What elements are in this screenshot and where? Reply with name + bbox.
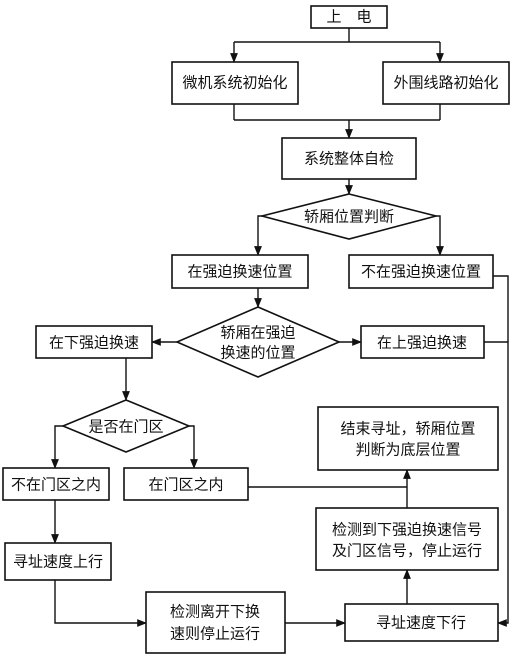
- node-search-up: 寻址速度上行: [4, 542, 112, 581]
- arrow-to-in-forced-decel: [254, 215, 262, 256]
- arrow-to-detect-leave: [54, 580, 147, 627]
- node-upper-forced: 在上强迫换速: [360, 325, 485, 359]
- node-mcu-init: 微机系统初始化: [171, 61, 299, 105]
- arrow-to-not-in-forced-decel: [436, 215, 444, 256]
- node-search-down: 寻址速度下行: [344, 603, 499, 642]
- self-test-label: 系统整体自检: [304, 150, 394, 168]
- decision-car-position: 轿厢位置判断: [258, 193, 440, 240]
- search-up-label: 寻址速度上行: [13, 553, 103, 571]
- arrow-to-not-in-door-zone: [51, 425, 65, 469]
- in-door-zone-question-label: 是否在门区: [88, 418, 163, 436]
- connector-not-in-forced-decel: [493, 275, 509, 342]
- node-not-in-forced-decel: 不在强迫换速位置: [348, 254, 494, 289]
- node-detect-signals: 检测到下强迫换速信号 及门区信号，停止运行: [315, 507, 499, 571]
- decision-in-door-zone: 是否在门区: [60, 399, 192, 453]
- node-self-test: 系统整体自检: [281, 137, 417, 180]
- in-door-zone-label: 在门区之内: [148, 476, 223, 494]
- node-in-forced-decel: 在强迫换速位置: [171, 254, 309, 289]
- peripheral-init-label: 外围线路初始化: [393, 74, 498, 92]
- node-in-door-zone: 在门区之内: [123, 467, 249, 501]
- detect-signals-label-line2: 及门区信号，停止运行: [332, 542, 482, 560]
- in-forced-decel-label: 在强迫换速位置: [187, 263, 292, 281]
- lower-forced-label: 在下强迫换速: [49, 334, 139, 352]
- arrow-upper-forced-to-search-down: [484, 341, 509, 627]
- detect-signals-label-line1: 检测到下强迫换速信号: [332, 521, 482, 539]
- car-decel-label-line2: 换速的位置: [220, 344, 295, 362]
- car-decel-label-line1: 轿厢在强迫: [220, 324, 295, 342]
- end-search-label-line2: 判断为底层位置: [355, 441, 460, 459]
- end-search-label-line1: 结束寻址，轿厢位置: [340, 420, 475, 438]
- arrow-to-in-door-zone: [189, 425, 198, 469]
- upper-forced-label: 在上强迫换速: [377, 334, 467, 352]
- decision-car-at-decel-position: 轿厢在强迫 换速的位置: [174, 306, 342, 378]
- power-on-label: 上 电: [326, 8, 371, 26]
- node-end-search: 结束寻址，轿厢位置 判断为底层位置: [317, 406, 499, 471]
- node-peripheral-init: 外围线路初始化: [382, 61, 510, 105]
- mcu-init-label: 微机系统初始化: [182, 74, 287, 92]
- node-detect-leave: 检测离开下换 速则停止运行: [145, 591, 286, 654]
- connectors: [51, 28, 509, 627]
- detect-leave-label-line1: 检测离开下换: [170, 603, 260, 621]
- not-in-door-zone-label: 不在门区之内: [11, 476, 101, 494]
- node-not-in-door-zone: 不在门区之内: [2, 467, 110, 501]
- node-lower-forced: 在下强迫换速: [35, 325, 153, 359]
- search-down-label: 寻址速度下行: [376, 614, 466, 632]
- car-position-judge-label: 轿厢位置判断: [304, 208, 394, 226]
- not-in-forced-decel-label: 不在强迫换速位置: [361, 263, 481, 281]
- detect-leave-label-line2: 速则停止运行: [170, 625, 260, 643]
- node-power-on: 上 电: [310, 5, 388, 29]
